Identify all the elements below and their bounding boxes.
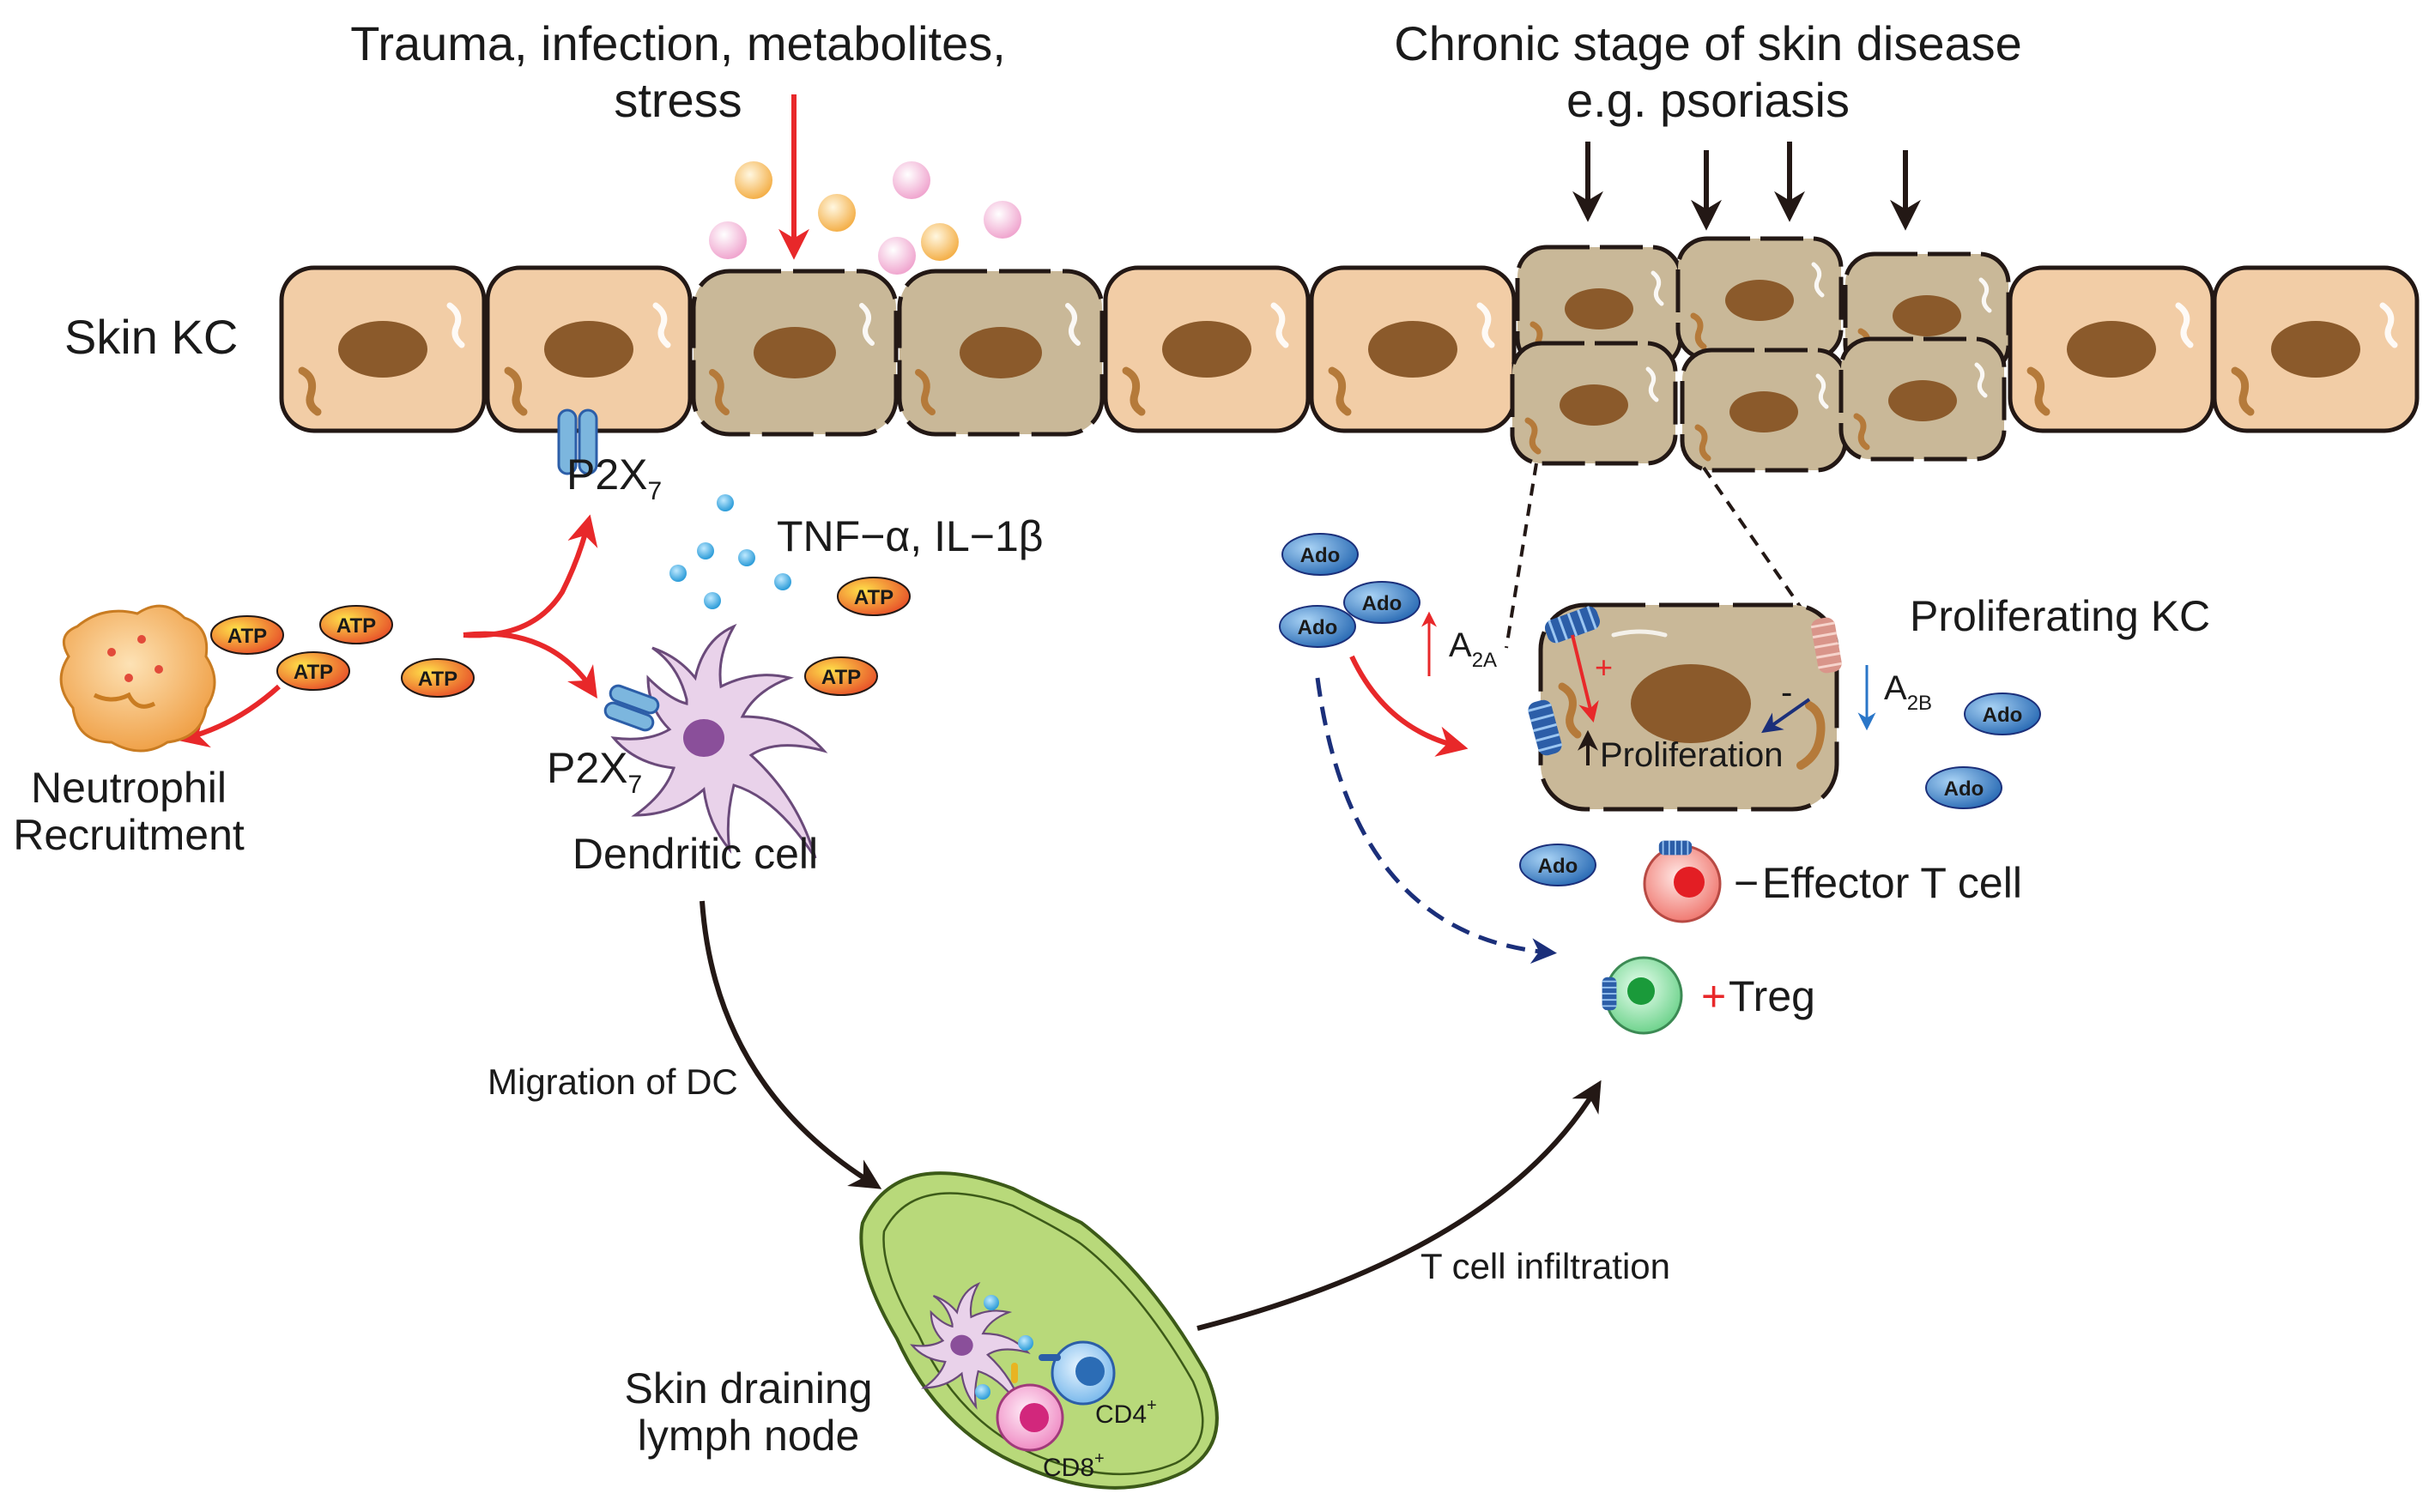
kc-cell-3: [1105, 268, 1308, 431]
svg-text:Ado: Ado: [1944, 777, 1984, 801]
migration-label: Migration of DC: [488, 1061, 738, 1102]
svg-text:Ado: Ado: [1298, 616, 1338, 639]
svg-text:ATP: ATP: [854, 586, 893, 609]
effector-t-label: Effector T cell: [1762, 859, 2022, 907]
chronic-text-line2: e.g. psoriasis: [1566, 73, 1850, 127]
lymph-cytokine-dots: [975, 1295, 1033, 1400]
treg-cell: [1604, 956, 1683, 1035]
cd8-label: CD8+: [1043, 1449, 1105, 1482]
dendritic-cell-label: Dendritic cell: [572, 830, 818, 878]
chronic-text-line1: Chronic stage of skin disease: [1394, 16, 2022, 70]
lymph-synapse: [1011, 1354, 1061, 1383]
neutrophil-label-line2: Recruitment: [13, 811, 245, 859]
atp-to-p2x7-kc-arrow: [463, 514, 598, 638]
lymph-node: [859, 1171, 1219, 1490]
t-cell-infiltration-label: T cell infiltration: [1420, 1246, 1670, 1286]
p2x7-dc-label: P2X7: [547, 744, 642, 799]
svg-text:ATP: ATP: [294, 661, 333, 684]
effector-sign: −: [1734, 859, 1759, 907]
kc-cell-6: [2214, 268, 2417, 431]
atp-molecules: ATP ATP ATP ATP ATP ATP: [210, 577, 911, 698]
treg-receptor: [1601, 976, 1618, 1012]
cytokine-dots: [669, 494, 791, 609]
neutrophil-cell: [59, 604, 216, 753]
a2a-plus-sign: +: [1595, 650, 1613, 685]
a2b-minus-sign: -: [1781, 674, 1792, 711]
svg-text:ATP: ATP: [336, 614, 376, 638]
lymph-node-label-line1: Skin draining: [624, 1364, 872, 1412]
kc-psoriatic-2: [1678, 239, 1841, 359]
keratinocyte-row: [282, 239, 2417, 470]
dc-migration-arrow: [700, 900, 882, 1189]
svg-text:ATP: ATP: [418, 668, 457, 691]
a2b-signal-arrow: [1761, 698, 1811, 734]
lymph-node-label-line2: lymph node: [638, 1412, 860, 1460]
proliferating-kc-label: Proliferating KC: [1910, 592, 2210, 640]
kc-cell-stressed-2: [899, 271, 1102, 434]
atp-to-neutrophil-arrow: [177, 684, 282, 748]
ado-to-kc-arrow: [1349, 655, 1469, 757]
p2x7-receptor-kc: [557, 408, 598, 475]
treg-label: Treg: [1729, 972, 1815, 1020]
kc-cell-1: [282, 268, 484, 431]
cytokines-label: TNF−α, IL−1β: [777, 512, 1044, 560]
trigger-text-line1: Trauma, infection, metabolites,: [350, 16, 1006, 70]
dendritic-cell: [610, 623, 828, 859]
kc-psoriatic-5: [1682, 350, 1845, 470]
zoom-line-right: [1702, 466, 1814, 626]
p2x7-kc-label: P2X7: [566, 451, 662, 505]
a2a-signal-arrow: [1571, 634, 1599, 723]
p2x7-receptor-dc: [603, 684, 660, 732]
svg-text:Ado: Ado: [1300, 544, 1341, 567]
effector-t-cell: [1643, 844, 1722, 923]
cd4-label: CD4+: [1095, 1396, 1157, 1429]
kc-cell-4: [1311, 268, 1514, 431]
cd8-cell: [996, 1383, 1064, 1452]
neutrophil-label-line1: Neutrophil: [31, 764, 227, 812]
ado-to-treg-arrow: [1315, 677, 1557, 965]
effector-t-receptor: [1657, 839, 1693, 856]
proliferation-label: Proliferation: [1600, 736, 1783, 774]
svg-text:Ado: Ado: [1362, 592, 1402, 615]
kc-cell-stressed-1: [694, 271, 896, 434]
cd4-cell: [1051, 1340, 1116, 1406]
treg-sign: +: [1701, 972, 1726, 1020]
skin-kc-label: Skin KC: [64, 310, 238, 364]
kc-psoriatic-6: [1841, 339, 2004, 459]
kc-cell-2: [488, 268, 690, 431]
zoom-line-left: [1505, 463, 1538, 649]
kc-cell-5: [2010, 268, 2213, 431]
adenosine-molecules: Ado Ado Ado Ado Ado Ado: [1279, 533, 2041, 886]
svg-text:ATP: ATP: [821, 666, 861, 689]
a2b-label: A2B: [1884, 669, 1932, 715]
kc-psoriatic-4: [1512, 343, 1675, 463]
trigger-text-line2: stress: [614, 73, 742, 127]
a2a-label: A2A: [1449, 626, 1497, 672]
t-cell-infiltration-arrow: [1196, 1080, 1602, 1331]
svg-text:ATP: ATP: [227, 625, 267, 648]
atp-to-dc-arrow: [463, 631, 597, 699]
proliferating-kc-cell: [1538, 602, 1839, 812]
svg-text:Ado: Ado: [1983, 704, 2023, 727]
chronic-arrows: [1572, 142, 1921, 231]
released-molecules: [709, 161, 1021, 275]
svg-text:Ado: Ado: [1538, 855, 1578, 878]
